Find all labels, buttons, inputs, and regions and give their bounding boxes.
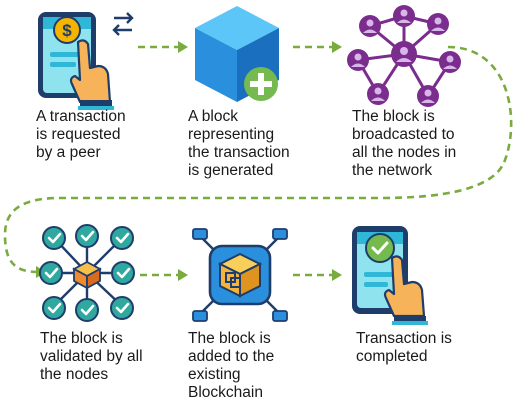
validated-nodes-icon [39,224,135,322]
step-4-caption: The block is validated by all the nodes [40,330,143,383]
phone-dollar-hand-icon: $ [38,12,134,110]
arrowhead-5-6 [332,269,342,281]
arrowhead-2-3 [332,41,342,53]
phone-check-hand-icon [352,226,428,325]
connector-arrowheads [36,41,342,281]
step-6-caption: Transaction is completed [356,330,452,365]
flow-connectors [3,45,513,277]
connector-3-4 [3,45,513,274]
blockchain-cube-icon [192,228,288,322]
svg-text:$: $ [62,21,72,40]
arrowhead-4-5 [178,269,188,281]
step-5-caption: The block is added to the existing Block… [188,330,275,401]
step-3-caption: The block is broadcasted to all the node… [352,108,457,179]
network-users-icon [347,5,461,107]
step-1-caption: A transaction is requested by a peer [36,108,126,161]
block-cube-plus-icon [195,6,279,102]
step-2-caption: A block representing the transaction is … [188,108,290,179]
arrowhead-1-2 [178,41,188,53]
